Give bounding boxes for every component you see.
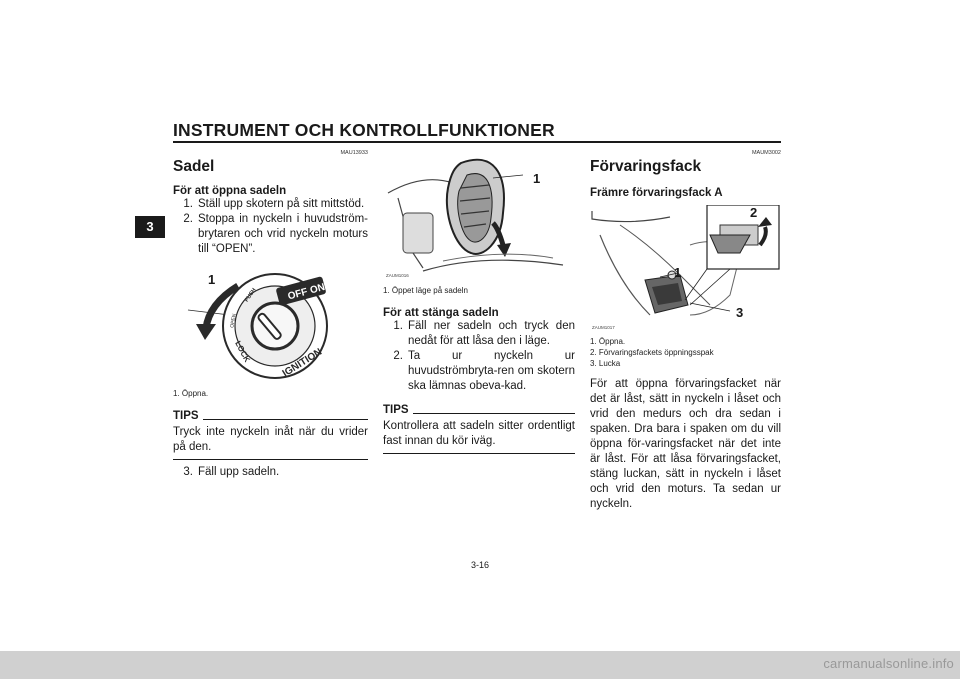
tips-rule	[202, 419, 368, 420]
callout-number: 1	[208, 272, 215, 287]
section-heading: Sadel	[173, 158, 215, 175]
storage-instructions: För att öppna förvaringsfacket när det ä…	[590, 378, 781, 510]
callout-number: 1	[674, 265, 681, 280]
caption-line: 1. Öppna.	[590, 337, 626, 346]
subheading-close-seat: För att stänga sadeln	[383, 307, 499, 319]
callout-number: 1	[533, 171, 540, 186]
storage-figure: 2 1 3 ZAUM1017	[590, 204, 781, 333]
callout-number: 2	[750, 205, 757, 220]
footer-bar	[0, 651, 960, 679]
tips-end-rule	[383, 453, 575, 454]
section-heading: Förvaringsfack	[590, 158, 702, 175]
watermark-link[interactable]: carmanualsonline.info	[823, 656, 954, 671]
ignition-figure: OFF ON PUSH OPEN LOCK IGNITION 1	[178, 268, 368, 380]
chapter-tab: 3	[135, 216, 165, 238]
section-code: MAUM3002	[751, 150, 781, 156]
figure-code: ZAUM1017	[592, 325, 615, 330]
column-1: MAU13933 Sadel För att öppna sadeln 1.St…	[173, 150, 368, 257]
seat-figure: 1 ZAUM1016	[383, 153, 575, 281]
tips-text: Kontrollera att sadeln sitter ordentligt…	[383, 420, 575, 447]
steps-list: 1.Fäll ner sadeln och tryck den nedåt fö…	[383, 319, 575, 394]
callout-number: 3	[736, 305, 743, 320]
tips-label: TIPS	[173, 410, 199, 422]
tips-box: TIPS Tryck inte nyckeln inåt när du vrid…	[173, 410, 368, 480]
open-seat-illustration: 1 ZAUM1016	[386, 158, 564, 278]
list-item: 1.Ställ upp skotern på sitt mittstöd.	[183, 198, 365, 210]
figure-captions: 1. Öppna. 2. Förvaringsfackets öppningss…	[590, 336, 781, 369]
section-code: MAU13933	[340, 150, 368, 156]
subheading-front-compartment: Främre förvaringsfack A	[590, 187, 723, 199]
page-number: 3-16	[470, 560, 489, 570]
list-item: 2.Stoppa in nyckeln i huvudström-brytare…	[183, 213, 368, 255]
list-item: 1.Fäll ner sadeln och tryck den nedåt fö…	[393, 320, 575, 347]
tips-rule	[412, 413, 575, 414]
list-item: 2.Ta ur nyckeln ur huvudströmbryta-ren o…	[393, 350, 575, 392]
subheading-open-seat: För att öppna sadeln	[173, 185, 287, 197]
figure-caption: 1. Öppna.	[173, 389, 209, 398]
caption-line: 3. Lucka	[590, 359, 621, 368]
tips-label: TIPS	[383, 404, 409, 416]
figure-code: ZAUM1016	[386, 273, 409, 278]
open-label: OPEN	[229, 313, 237, 328]
off-label: OFF	[287, 287, 309, 303]
tips-text: Tryck inte nyckeln inåt när du vrider på…	[173, 426, 368, 453]
title-rule	[173, 141, 781, 143]
column-2: För att stänga sadeln 1.Fäll ner sadeln …	[383, 307, 575, 454]
on-label: ON	[309, 282, 326, 297]
steps-list: 1.Ställ upp skotern på sitt mittstöd. 2.…	[173, 197, 368, 257]
figure-caption: 1. Öppet läge på sadeln	[383, 286, 468, 295]
list-item: 3.Fäll upp sadeln.	[183, 466, 280, 478]
caption-line: 2. Förvaringsfackets öppningsspak	[590, 348, 714, 357]
tips-end-rule	[173, 459, 368, 460]
ignition-switch-illustration: OFF ON PUSH OPEN LOCK IGNITION 1	[187, 272, 328, 379]
page-title: INSTRUMENT OCH KONTROLLFUNKTIONER	[173, 120, 555, 140]
storage-compartment-illustration: 2 1 3 ZAUM1017	[591, 204, 780, 330]
column-3: MAUM3002 Förvaringsfack Främre förvaring…	[590, 150, 781, 199]
